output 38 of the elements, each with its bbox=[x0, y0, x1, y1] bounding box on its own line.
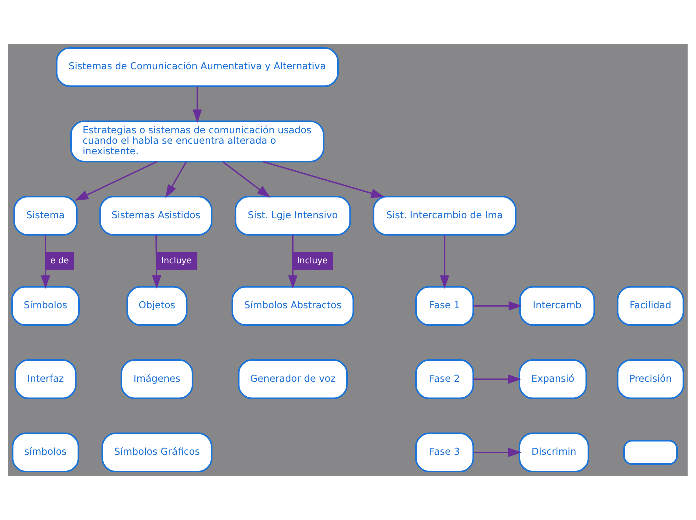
edge-label: e de bbox=[50, 256, 70, 267]
node-box: Sist. Intercambio de Ima bbox=[372, 196, 517, 236]
arrow bbox=[166, 162, 188, 198]
node-box: Facilidad bbox=[617, 286, 684, 326]
node-box: Sistemas Asistidos bbox=[100, 196, 213, 236]
arrow bbox=[262, 161, 385, 198]
arrow bbox=[474, 301, 522, 311]
arrow bbox=[474, 448, 522, 458]
node-box: símbolos bbox=[12, 432, 80, 473]
arrow bbox=[222, 162, 271, 198]
arrow bbox=[75, 161, 158, 201]
arrow bbox=[288, 235, 298, 289]
node-box: Intercamb bbox=[519, 286, 596, 326]
node-box: Discrimin bbox=[518, 432, 590, 473]
node-box: Objetos bbox=[126, 286, 188, 326]
arrow bbox=[440, 235, 450, 289]
node-box: Símbolos Abstractos bbox=[232, 286, 354, 326]
node-box bbox=[623, 440, 678, 466]
arrow bbox=[152, 235, 162, 289]
node-box: Fase 1 bbox=[415, 286, 474, 326]
arrow bbox=[41, 235, 50, 289]
node-box: Imágenes bbox=[120, 360, 194, 400]
node-box: Sistema bbox=[14, 196, 78, 236]
node-box: Interfaz bbox=[14, 360, 77, 400]
node-box: Fase 3 bbox=[415, 432, 474, 473]
node-box: Fase 2 bbox=[415, 360, 474, 400]
node-box: Sistemas de Comunicación Aumentativa y Alternativa bbox=[56, 47, 339, 88]
edge-label: Incluye bbox=[297, 256, 328, 267]
node-box: Precisión bbox=[617, 360, 684, 400]
arrow bbox=[192, 86, 202, 124]
node-box: Estrategias o sistemas de comunicación usados cuando el habla se encuentra alterada o inexistente. bbox=[70, 120, 325, 163]
node-box: Expansió bbox=[518, 360, 588, 400]
edge-label: Incluye bbox=[161, 256, 192, 267]
node-box: Símbolos Gráficos bbox=[102, 432, 213, 473]
arrow bbox=[474, 374, 522, 384]
node-box: Sist. Lgje Intensivo bbox=[234, 196, 352, 236]
node-box: Símbolos bbox=[12, 286, 80, 326]
node-box: Generador de voz bbox=[238, 360, 348, 400]
